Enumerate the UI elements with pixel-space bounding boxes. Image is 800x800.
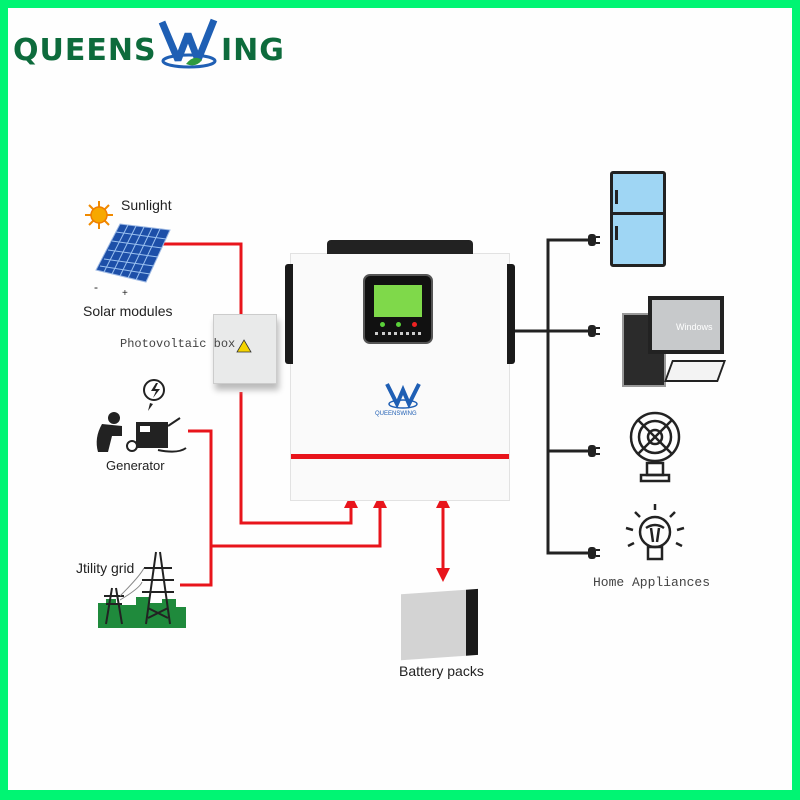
brand-name-left: QUEENS (13, 33, 157, 68)
arrow-battery-down (436, 568, 450, 582)
wire-solar-to-pvbox (163, 242, 243, 320)
photovoltaic-box (213, 314, 277, 384)
inverter-logo-icon (385, 383, 421, 409)
status-led-red (412, 322, 417, 327)
inverter-red-stripe (291, 454, 509, 459)
arrow-battery-up (436, 494, 450, 508)
generator-icon (96, 379, 187, 453)
light-bulb-icon (625, 504, 685, 561)
warning-icon (236, 339, 252, 353)
polarity-minus: - (94, 280, 98, 294)
side-panel-right (507, 264, 515, 364)
sun-icon (85, 201, 113, 229)
label-utility-grid: Jtility grid (76, 560, 135, 576)
battery-side (466, 588, 478, 656)
polarity-plus: + (122, 288, 128, 299)
battery-pack (401, 588, 478, 661)
refrigerator-icon (610, 171, 666, 267)
wire-pvbox-to-inverter (239, 392, 353, 525)
brand-w-mark-icon (158, 18, 218, 69)
windows-text: Windows (676, 322, 713, 332)
wire-grid-to-inverter (211, 504, 382, 548)
keyboard-icon (663, 360, 727, 382)
control-buttons[interactable] (375, 332, 421, 338)
status-led-green-2 (396, 322, 401, 327)
wire-generator (180, 429, 213, 587)
diagram-canvas: QUEENS ING (8, 8, 792, 790)
label-battery-packs: Battery packs (399, 663, 484, 679)
arrow-pv-in (344, 494, 358, 508)
side-panel-left (285, 264, 293, 364)
label-sunlight: Sunlight (121, 197, 172, 213)
label-photovoltaic-box: Photovoltaic box (120, 337, 236, 351)
computer-monitor-icon: Windows (648, 296, 724, 354)
load-bus (546, 238, 591, 555)
label-generator: Generator (106, 458, 165, 473)
label-solar-modules: Solar modules (83, 303, 173, 319)
inverter-unit: QUEENSWING (285, 240, 515, 501)
label-home-appliances: Home Appliances (593, 575, 711, 590)
lcd-panel (363, 274, 433, 344)
fan-icon (629, 411, 681, 483)
utility-grid-icon (98, 551, 186, 628)
brand-name-right: ING (221, 33, 285, 68)
wiring-layer (163, 234, 600, 587)
status-led-green-1 (380, 322, 385, 327)
solar-panel-icon (95, 223, 171, 283)
arrow-grid-in (373, 494, 387, 508)
mounting-bracket (327, 240, 473, 254)
inverter-brand-text: QUEENSWING (375, 411, 417, 417)
plug-icons (588, 234, 600, 559)
lcd-screen (374, 285, 422, 317)
